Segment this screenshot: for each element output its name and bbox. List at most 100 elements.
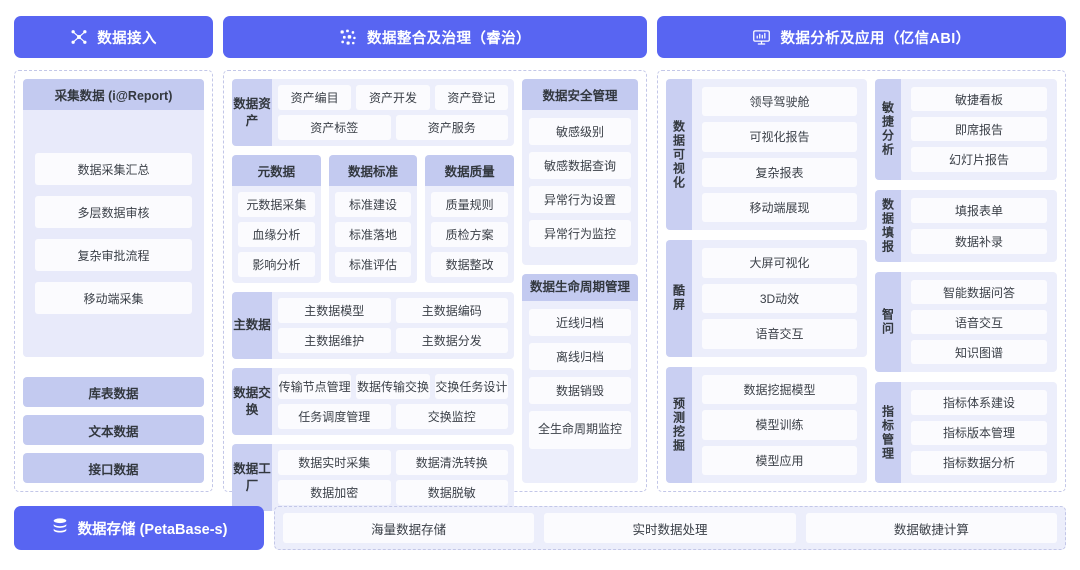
list-item[interactable]: 数据敏捷计算 <box>805 513 1057 543</box>
list-item[interactable]: 全生命周期监控 <box>529 410 631 449</box>
list-item[interactable]: 传输节点管理 <box>278 374 352 399</box>
list-item[interactable]: 资产登记 <box>434 85 508 110</box>
main-content: 采集数据 (i@Report) 数据采集汇总 多层数据审核 复杂审批流程 移动端… <box>0 62 1080 511</box>
group-data-reporting-label: 数据填报 <box>875 189 901 262</box>
data-storage-button[interactable]: 数据存储 (PetaBase-s) <box>14 506 264 550</box>
list-item[interactable]: 填报表单 <box>911 197 1047 223</box>
list-item[interactable]: 数据实时采集 <box>278 450 391 475</box>
list-item[interactable]: 主数据编码 <box>395 298 508 323</box>
governance-left-stack: 数据资产 资产编目 资产开发 资产登记 资产标签 资产服务 <box>232 79 515 511</box>
list-item[interactable]: 主数据分发 <box>395 328 508 353</box>
list-item[interactable]: 实时数据处理 <box>544 513 796 543</box>
header-row: 数据接入 数据整合及治理（睿治） <box>0 0 1080 62</box>
list-item[interactable]: 智能数据问答 <box>911 279 1047 305</box>
header-data-governance[interactable]: 数据整合及治理（睿治） <box>223 16 647 58</box>
list-item[interactable]: 数据加密 <box>278 480 391 505</box>
source-item-api-data[interactable]: 接口数据 <box>23 453 204 483</box>
list-item[interactable]: 大屏可视化 <box>702 248 857 278</box>
spacer <box>23 365 204 369</box>
list-item[interactable]: 领导驾驶舱 <box>702 87 857 117</box>
list-item[interactable]: 复杂审批流程 <box>35 239 192 271</box>
list-item[interactable]: 资产编目 <box>278 85 352 110</box>
list-item[interactable]: 多层数据审核 <box>35 196 192 228</box>
source-item-table-data[interactable]: 库表数据 <box>23 377 204 407</box>
group-smart-qa: 智问 智能数据问答 语音交互 知识图谱 <box>875 271 1057 373</box>
list-item[interactable]: 指标数据分析 <box>911 450 1047 475</box>
group-master-data-label: 主数据 <box>232 292 272 359</box>
list-item[interactable]: 异常行为设置 <box>529 186 631 213</box>
list-item[interactable]: 复杂报表 <box>702 157 857 187</box>
list-item[interactable]: 移动端展现 <box>702 192 857 223</box>
list-item[interactable]: 近线归档 <box>529 308 631 336</box>
list-item[interactable]: 资产开发 <box>356 85 430 110</box>
list-item[interactable]: 数据采集汇总 <box>35 153 192 185</box>
list-item[interactable]: 标准落地 <box>334 222 412 247</box>
list-item[interactable]: 指标版本管理 <box>911 420 1047 445</box>
group-data-factory: 数据工厂 数据实时采集 数据清洗转换 数据加密 数据脱敏 <box>232 444 514 511</box>
group-data-asset: 数据资产 资产编目 资产开发 资产登记 资产标签 资产服务 <box>232 79 514 146</box>
list-item[interactable]: 元数据采集 <box>238 192 315 217</box>
list-item[interactable]: 语音交互 <box>702 319 857 349</box>
group-data-exchange: 数据交换 传输节点管理 数据传输交换 交换任务设计 任务调度管理 交换监控 <box>232 368 514 435</box>
group-data-visualization-label: 数据可视化 <box>666 79 692 231</box>
group-data-visualization: 数据可视化 领导驾驶舱 可视化报告 复杂报表 移动端展现 <box>666 79 867 231</box>
list-item[interactable]: 数据清洗转换 <box>395 450 508 475</box>
group-data-quality-title: 数据质量 <box>425 155 515 186</box>
list-item[interactable]: 敏感数据查询 <box>529 152 631 179</box>
list-item[interactable]: 即席报告 <box>911 117 1047 142</box>
list-item[interactable]: 数据脱敏 <box>395 480 508 505</box>
network-nodes-icon <box>70 28 88 46</box>
group-agile-analysis: 敏捷分析 敏捷看板 即席报告 幻灯片报告 <box>875 79 1057 180</box>
list-item[interactable]: 数据补录 <box>911 228 1047 254</box>
list-item[interactable]: 可视化报告 <box>702 122 857 152</box>
list-item[interactable]: 语音交互 <box>911 310 1047 335</box>
list-item[interactable]: 资产服务 <box>395 115 508 140</box>
group-indicator-management: 指标管理 指标体系建设 指标版本管理 指标数据分析 <box>875 382 1057 483</box>
list-item[interactable]: 模型应用 <box>702 445 857 475</box>
list-item[interactable]: 数据整改 <box>431 252 509 277</box>
group-metadata-title: 元数据 <box>232 155 321 186</box>
list-item[interactable]: 标准评估 <box>334 252 412 277</box>
list-item[interactable]: 交换监控 <box>395 404 508 429</box>
list-item[interactable]: 质量规则 <box>431 192 509 217</box>
list-item[interactable]: 敏感级别 <box>529 118 631 145</box>
list-item[interactable]: 标准建设 <box>334 192 412 217</box>
source-item-text-data[interactable]: 文本数据 <box>23 415 204 445</box>
list-item[interactable]: 幻灯片报告 <box>911 147 1047 172</box>
list-item[interactable]: 移动端采集 <box>35 282 192 314</box>
group-data-standard: 数据标准 标准建设 标准落地 标准评估 <box>328 155 418 283</box>
group-agile-analysis-label: 敏捷分析 <box>875 79 901 180</box>
header-data-analysis[interactable]: 数据分析及应用（亿信ABI） <box>657 16 1066 58</box>
list-item[interactable]: 3D动效 <box>702 283 857 314</box>
list-item[interactable]: 资产标签 <box>278 115 391 140</box>
header-data-analysis-label: 数据分析及应用（亿信ABI） <box>780 30 971 47</box>
list-item[interactable]: 敏捷看板 <box>911 87 1047 112</box>
list-item[interactable]: 数据销毁 <box>529 376 631 404</box>
group-collect-data-title: 采集数据 (i@Report) <box>23 79 204 110</box>
list-item[interactable]: 知识图谱 <box>911 340 1047 365</box>
monitor-chart-icon <box>752 28 771 47</box>
list-item[interactable]: 主数据维护 <box>278 328 391 353</box>
list-item[interactable]: 数据挖掘模型 <box>702 374 857 405</box>
header-data-ingestion[interactable]: 数据接入 <box>14 16 213 58</box>
list-item[interactable]: 指标体系建设 <box>911 390 1047 415</box>
list-item[interactable]: 质检方案 <box>431 222 509 247</box>
list-item[interactable]: 主数据模型 <box>278 298 391 323</box>
panel-data-ingestion: 采集数据 (i@Report) 数据采集汇总 多层数据审核 复杂审批流程 移动端… <box>14 70 213 492</box>
governance-right-stack: 数据安全管理 敏感级别 敏感数据查询 异常行为设置 异常行为监控 数据生命周期管… <box>522 79 638 483</box>
list-item[interactable]: 异常行为监控 <box>529 220 631 247</box>
list-item[interactable]: 影响分析 <box>238 252 315 277</box>
list-item[interactable]: 血缘分析 <box>238 222 315 247</box>
list-item[interactable]: 数据传输交换 <box>356 374 430 399</box>
list-item[interactable]: 任务调度管理 <box>278 404 391 429</box>
list-item[interactable]: 交换任务设计 <box>434 374 508 399</box>
group-cool-screen-label: 酷屏 <box>666 240 692 357</box>
group-predictive-mining-label: 预测挖掘 <box>666 366 692 483</box>
data-governance-dots-icon <box>339 28 358 47</box>
list-item[interactable]: 模型训练 <box>702 410 857 440</box>
list-item[interactable]: 离线归档 <box>529 342 631 370</box>
list-item[interactable]: 海量数据存储 <box>283 513 535 543</box>
group-indicator-management-label: 指标管理 <box>875 382 901 483</box>
group-data-lifecycle-title: 数据生命周期管理 <box>522 274 638 301</box>
